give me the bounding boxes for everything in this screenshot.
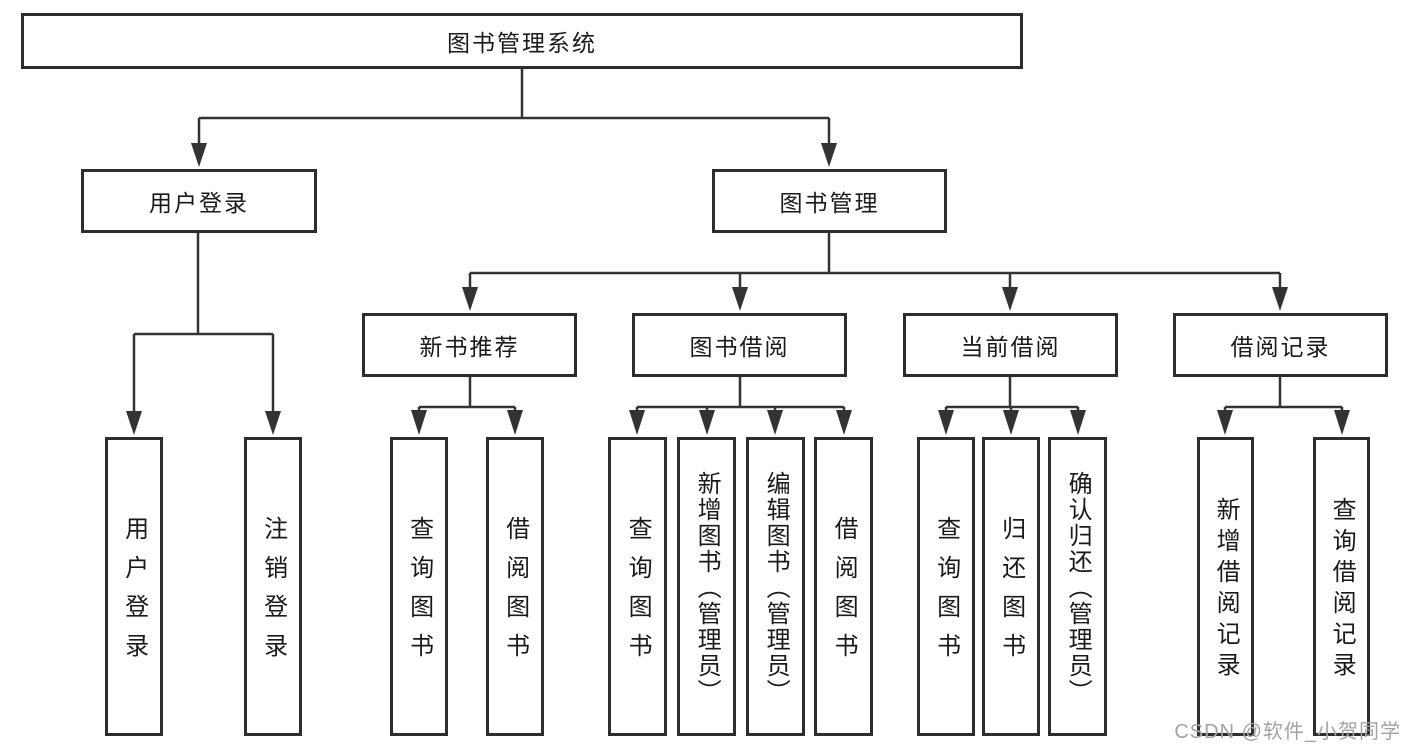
node-label: 注销登录 (259, 516, 287, 672)
leaf-add-borrow-record: 新增借阅记录 (1197, 437, 1254, 736)
node-label: 查询图书 (624, 516, 652, 672)
leaf-query-borrow-record: 查询借阅记录 (1313, 437, 1370, 736)
node-label: 图书借阅 (689, 334, 790, 360)
node-label: 借阅图书 (830, 516, 858, 672)
csdn-watermark: CSDN @软件_小贺同学 (1174, 721, 1401, 743)
leaf-confirm-return-admin: 确认归还（管理员） (1048, 437, 1107, 736)
node-current-borrowing: 当前借阅 (903, 313, 1118, 377)
node-label: 图书管理 (779, 190, 880, 216)
node-label: 图书管理系统 (447, 30, 597, 56)
node-book-borrowing: 图书借阅 (632, 313, 847, 377)
leaf-query-books-recommend: 查询图书 (390, 437, 448, 736)
node-label: 确认归还（管理员） (1064, 470, 1092, 705)
leaf-borrow-books-recommend: 借阅图书 (486, 437, 544, 736)
leaf-query-books-current: 查询图书 (917, 437, 975, 736)
node-borrowing-records: 借阅记录 (1173, 313, 1388, 377)
node-label: 查询借阅记录 (1328, 497, 1356, 683)
leaf-return-books: 归还图书 (982, 437, 1040, 736)
node-book-management: 图书管理 (712, 169, 947, 233)
node-label: 编辑图书（管理员） (762, 470, 790, 705)
node-label: 用户登录 (120, 516, 148, 672)
node-library-management-system: 图书管理系统 (21, 13, 1023, 69)
node-new-book-recommendation: 新书推荐 (362, 313, 577, 377)
leaf-query-books-borrow: 查询图书 (608, 437, 667, 736)
leaf-logout: 注销登录 (244, 437, 302, 736)
node-label: 借阅记录 (1230, 334, 1331, 360)
leaf-borrow-books: 借阅图书 (814, 437, 873, 736)
node-label: 查询图书 (405, 516, 433, 672)
node-user-login: 用户登录 (81, 169, 317, 233)
leaf-add-books-admin: 新增图书（管理员） (677, 437, 736, 736)
node-label: 查询图书 (932, 516, 960, 672)
node-label: 新增借阅记录 (1212, 497, 1240, 683)
node-label: 新增图书（管理员） (693, 470, 721, 705)
leaf-user-login: 用户登录 (105, 437, 163, 736)
node-label: 借阅图书 (501, 516, 529, 672)
node-label: 当前借阅 (960, 334, 1061, 360)
node-label: 新书推荐 (419, 334, 520, 360)
node-label: 用户登录 (149, 190, 249, 216)
node-label: 归还图书 (997, 516, 1025, 672)
leaf-edit-books-admin: 编辑图书（管理员） (746, 437, 805, 736)
arrowheads (126, 143, 1350, 435)
